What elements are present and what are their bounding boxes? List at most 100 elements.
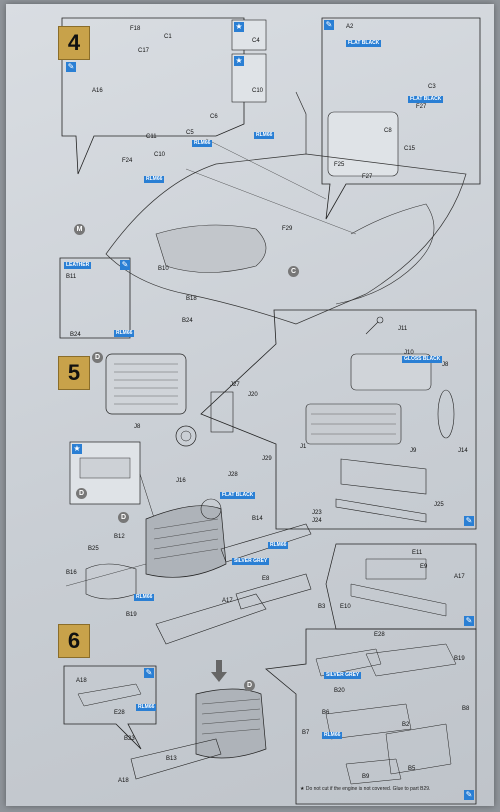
- part-label: F27: [416, 104, 427, 110]
- star-icon: ★: [234, 22, 244, 32]
- paint-tag: RLM66: [134, 594, 155, 601]
- part-label: A17: [454, 574, 465, 580]
- part-label: E11: [412, 550, 423, 556]
- marker-d-step6: D: [244, 680, 255, 691]
- paint-tag: FLAT BLACK: [346, 40, 382, 47]
- paint-tag: RLM66: [322, 732, 343, 739]
- part-label: B19: [454, 656, 465, 662]
- part-label: C1: [164, 34, 172, 40]
- footnote: ★ Do not cut if the engine is not covere…: [300, 786, 431, 792]
- marker-d-inset: D: [76, 488, 87, 499]
- marker-d-step5: D: [92, 352, 103, 363]
- part-label: C6: [210, 114, 218, 120]
- part-label: B12: [114, 534, 125, 540]
- part-label: B19: [126, 612, 137, 618]
- part-label: B11: [66, 274, 77, 280]
- part-label: J23: [312, 510, 322, 516]
- part-label: B23: [124, 736, 135, 742]
- part-label: J1: [300, 444, 307, 450]
- part-label: E9: [420, 564, 428, 570]
- part-label: B16: [66, 570, 77, 576]
- part-label: J14: [458, 448, 468, 454]
- brush-icon: ✎: [120, 260, 130, 270]
- part-label: B5: [408, 766, 416, 772]
- part-label: F24: [122, 158, 133, 164]
- part-label: J28: [228, 472, 238, 478]
- marker-m: M: [74, 224, 85, 235]
- part-label: B18: [186, 296, 197, 302]
- brush-icon: ✎: [464, 516, 474, 526]
- brush-icon: ✎: [66, 62, 76, 72]
- part-label: C5: [186, 130, 194, 136]
- part-label: B7: [302, 730, 310, 736]
- marker-d-engine: D: [118, 512, 129, 523]
- brush-icon: ✎: [464, 616, 474, 626]
- part-label: C10: [154, 152, 166, 158]
- part-label: F27: [362, 174, 373, 180]
- part-label: C8: [384, 128, 392, 134]
- part-label: C4: [252, 38, 260, 44]
- part-label: B24: [70, 332, 81, 338]
- part-label: A18: [76, 678, 87, 684]
- paint-tag: SILVER GREY: [324, 672, 362, 679]
- part-label: B24: [182, 318, 193, 324]
- part-label: B25: [88, 546, 99, 552]
- brush-icon: ✎: [464, 790, 474, 800]
- brush-icon: ✎: [324, 20, 334, 30]
- part-label: B13: [166, 756, 177, 762]
- part-label: B9: [362, 774, 370, 780]
- part-label: A16: [92, 88, 103, 94]
- part-label: B14: [252, 516, 263, 522]
- part-label: A2: [346, 24, 354, 30]
- star-icon: ★: [234, 56, 244, 66]
- part-label: J9: [410, 448, 417, 454]
- part-label: E8: [262, 576, 270, 582]
- marker-c: C: [288, 266, 299, 277]
- part-label: J11: [398, 326, 408, 332]
- part-label: E28: [374, 632, 385, 638]
- part-label: J24: [312, 518, 322, 524]
- paint-tag: RLM66: [254, 132, 275, 139]
- part-label: B2: [402, 722, 410, 728]
- paint-tag: RLM66: [192, 140, 213, 147]
- step-6-badge: 6: [58, 624, 90, 658]
- part-label: C3: [428, 84, 436, 90]
- part-label: B6: [322, 710, 330, 716]
- part-label: C10: [252, 88, 264, 94]
- paint-tag: GLOSS BLACK: [402, 356, 443, 363]
- part-label: C15: [404, 146, 416, 152]
- paint-tag: RLM66: [136, 704, 157, 711]
- step-4-badge: 4: [58, 26, 90, 60]
- part-label: B10: [158, 266, 169, 272]
- part-label: C17: [138, 48, 150, 54]
- part-label: B8: [462, 706, 470, 712]
- part-label: A18: [118, 778, 129, 784]
- part-label: J27: [230, 382, 240, 388]
- part-label: C11: [146, 134, 157, 140]
- assembly-linework: [59, 17, 481, 805]
- paint-tag: SILVER GREY: [232, 558, 270, 565]
- star-icon: ★: [72, 444, 82, 454]
- step-5-badge: 5: [58, 356, 90, 390]
- paint-tag: RLM66: [114, 330, 135, 337]
- part-label: F25: [334, 162, 345, 168]
- paint-tag: RLM66: [268, 542, 289, 549]
- part-label: J25: [434, 502, 444, 508]
- part-label: J16: [176, 478, 186, 484]
- part-label: J8: [442, 362, 449, 368]
- paint-tag: FLAT BLACK: [408, 96, 444, 103]
- part-label: B20: [334, 688, 345, 694]
- part-label: J10: [404, 350, 414, 356]
- part-label: J29: [262, 456, 272, 462]
- part-label: E28: [114, 710, 125, 716]
- instruction-sheet: 4 5 6 M C D D D D ✎ ★ ★ ✎ ✎ ★ ✎ ✎ ✎ ✎ FL…: [6, 4, 494, 806]
- part-label: J20: [248, 392, 258, 398]
- paint-tag: LEATHER: [64, 262, 92, 269]
- part-label: F18: [130, 26, 141, 32]
- paint-tag: FLAT BLACK: [220, 492, 256, 499]
- part-label: B3: [318, 604, 326, 610]
- paint-tag: RLM66: [144, 176, 165, 183]
- part-label: E10: [340, 604, 351, 610]
- brush-icon: ✎: [144, 668, 154, 678]
- part-label: F29: [282, 226, 293, 232]
